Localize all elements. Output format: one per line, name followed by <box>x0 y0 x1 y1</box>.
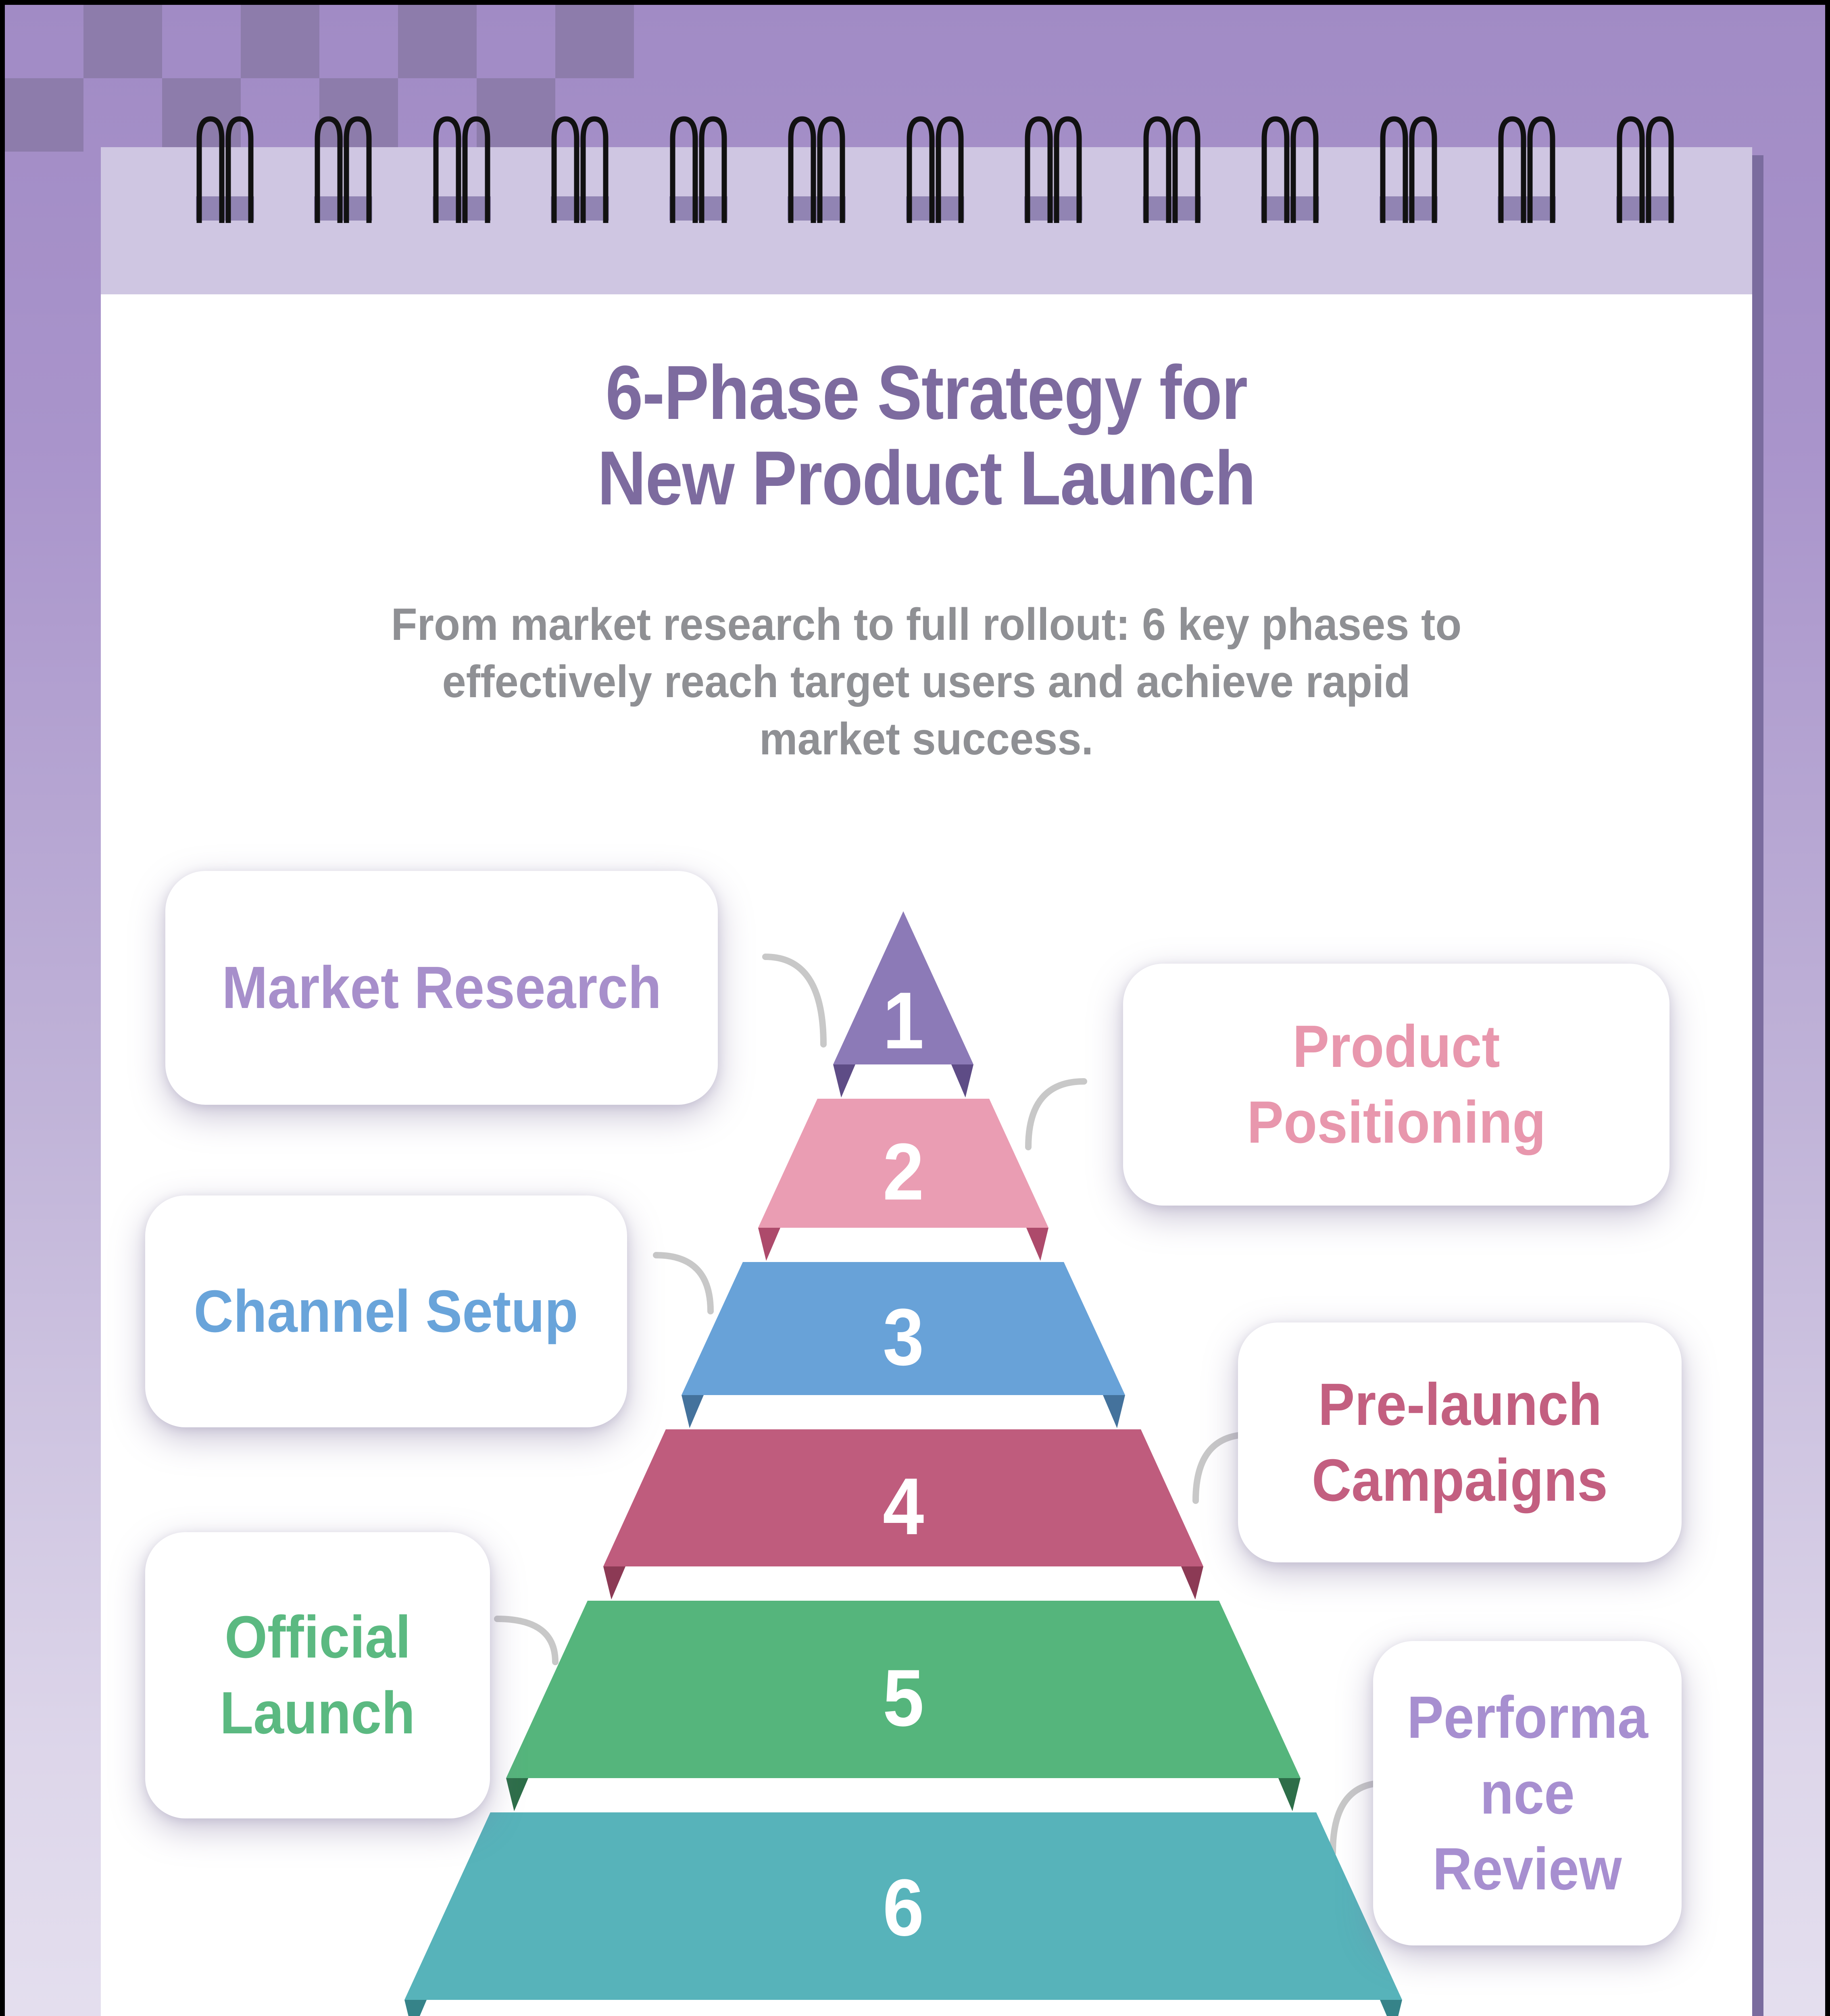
card-label-line: nce <box>1480 1760 1575 1826</box>
card-label-line: Review <box>1432 1835 1622 1902</box>
page-subtitle-line2: effectively reach target users and achie… <box>442 656 1411 707</box>
card-market-research: Market Research <box>165 871 718 1105</box>
card-official-launch: Official Launch <box>145 1532 490 1818</box>
card-label-line: Product <box>1292 1013 1500 1080</box>
page-subtitle-line1: From market research to full rollout: 6 … <box>391 599 1462 650</box>
card-label-line: Campaigns <box>1312 1447 1608 1514</box>
card-label-line: Official <box>224 1604 411 1670</box>
checkerboard-top-left <box>5 5 634 152</box>
card-performance-review: Performa nce Review <box>1373 1641 1682 1945</box>
card-label-line: Pre-launch <box>1318 1371 1602 1438</box>
page-title-line1: 6-Phase Strategy for <box>605 350 1248 435</box>
page-subtitle: From market research to full rollout: 6 … <box>160 596 1692 768</box>
card-product-positioning: Product Positioning <box>1123 964 1670 1206</box>
card-label-line: Performa <box>1407 1684 1648 1751</box>
card-label-line: Positioning <box>1246 1089 1546 1156</box>
card-label: Market Research <box>222 954 661 1021</box>
card-pre-launch-campaigns: Pre-launch Campaigns <box>1238 1322 1682 1562</box>
page-title-line2: New Product Launch <box>597 435 1256 521</box>
page-title: 6-Phase Strategy for New Product Launch <box>217 350 1636 521</box>
page-subtitle-line3: market success. <box>759 714 1094 764</box>
notepad-header-strip <box>101 147 1752 294</box>
card-channel-setup: Channel Setup <box>145 1195 627 1427</box>
card-label-line: Launch <box>220 1680 415 1746</box>
card-label: Channel Setup <box>194 1278 579 1345</box>
